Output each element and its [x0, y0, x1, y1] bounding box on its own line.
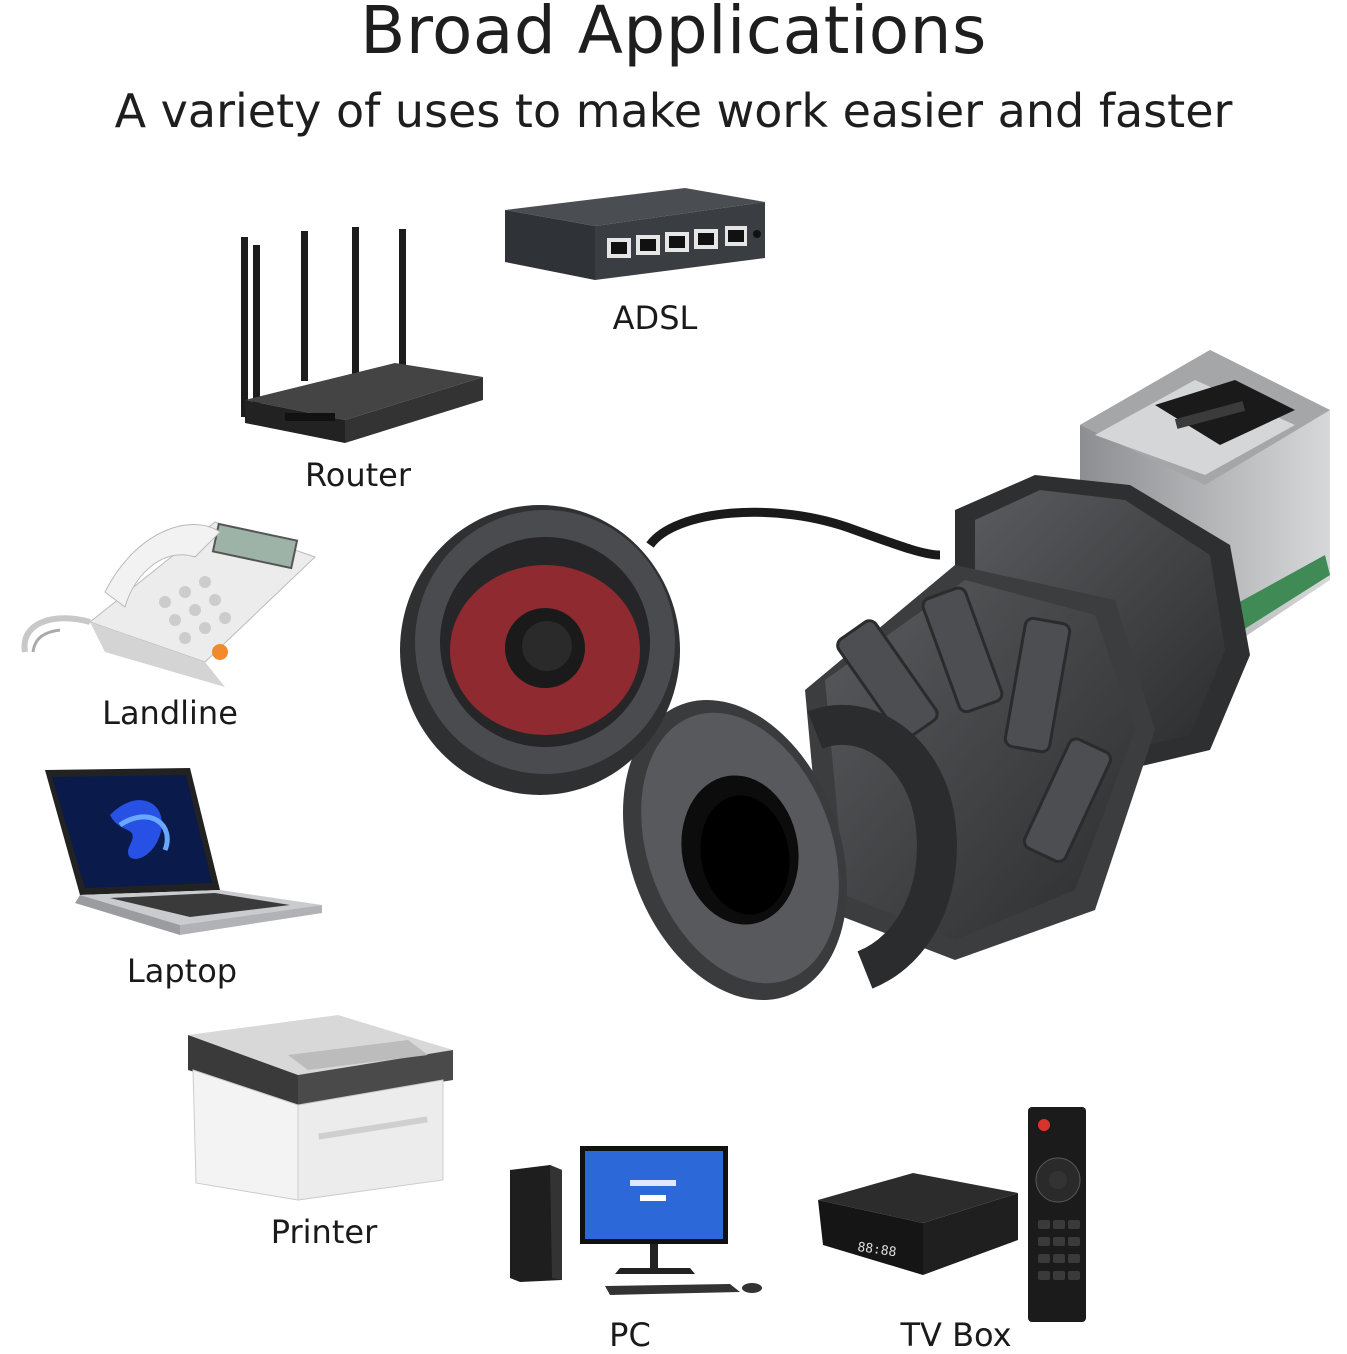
adsl-label: ADSL: [612, 299, 698, 337]
tv-box-display: 88:88: [856, 1240, 897, 1260]
page-title: Broad Applications: [360, 0, 987, 69]
laptop-image: [40, 765, 325, 940]
rj45-waterproof-connector-image: [395, 350, 1335, 1030]
pc-label: PC: [609, 1316, 651, 1354]
router-image: [235, 225, 490, 450]
printer-image: [188, 1015, 458, 1205]
router-label: Router: [304, 456, 412, 494]
printer-label: Printer: [270, 1213, 378, 1251]
tv-box-label: TV Box: [900, 1316, 1012, 1354]
page-subtitle: A variety of uses to make work easier an…: [114, 84, 1233, 138]
adsl-switch-image: [495, 180, 775, 290]
laptop-label: Laptop: [126, 952, 238, 990]
pc-image: [490, 1140, 775, 1300]
tv-box-image: 88:88: [818, 1105, 1093, 1325]
landline-label: Landline: [102, 694, 238, 732]
landline-image: [15, 512, 320, 687]
